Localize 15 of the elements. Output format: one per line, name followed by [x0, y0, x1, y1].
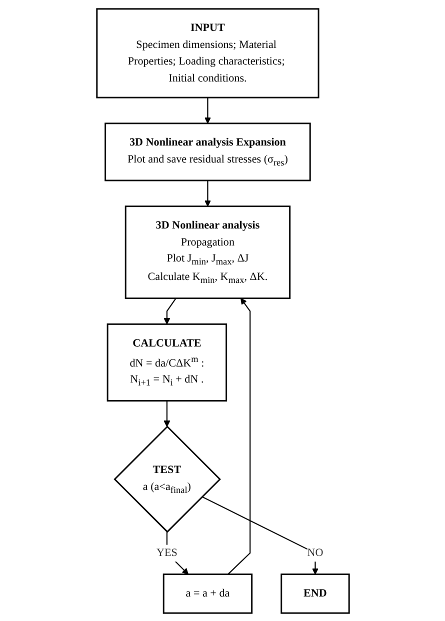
node-box: INPUT Specimen dimensions; Material Properties; Loading characteristics; Initial conditions. — [96, 8, 319, 98]
node-diamond: TEST a (a<a$_{final}$) — [113, 425, 220, 532]
node-box: 3D Nonlinear analysis Expansion Plot and save residual stresses (σ$_{res}$) — [104, 122, 310, 181]
node-box: 3D Nonlinear analysis Propagation Plot J$_{min}$, J$_{max}$, ΔJ Calculate K$_{min}$, K$_{max}$, ΔK. — [124, 205, 290, 299]
node-box: END — [280, 573, 350, 614]
arrow — [227, 298, 250, 574]
node-box: a = a + da — [162, 573, 252, 614]
arrow — [163, 400, 170, 426]
arrow — [201, 496, 318, 574]
arrow — [204, 180, 210, 206]
arrow — [163, 297, 176, 324]
edge-label: NO — [306, 546, 323, 558]
edge-label: YES — [156, 546, 177, 558]
node-box: CALCULATE dN = da/CΔK$^{m}$ : N$_{i+1}$ = N$_{i}$ + dN . — [106, 322, 227, 402]
arrow — [204, 97, 210, 124]
